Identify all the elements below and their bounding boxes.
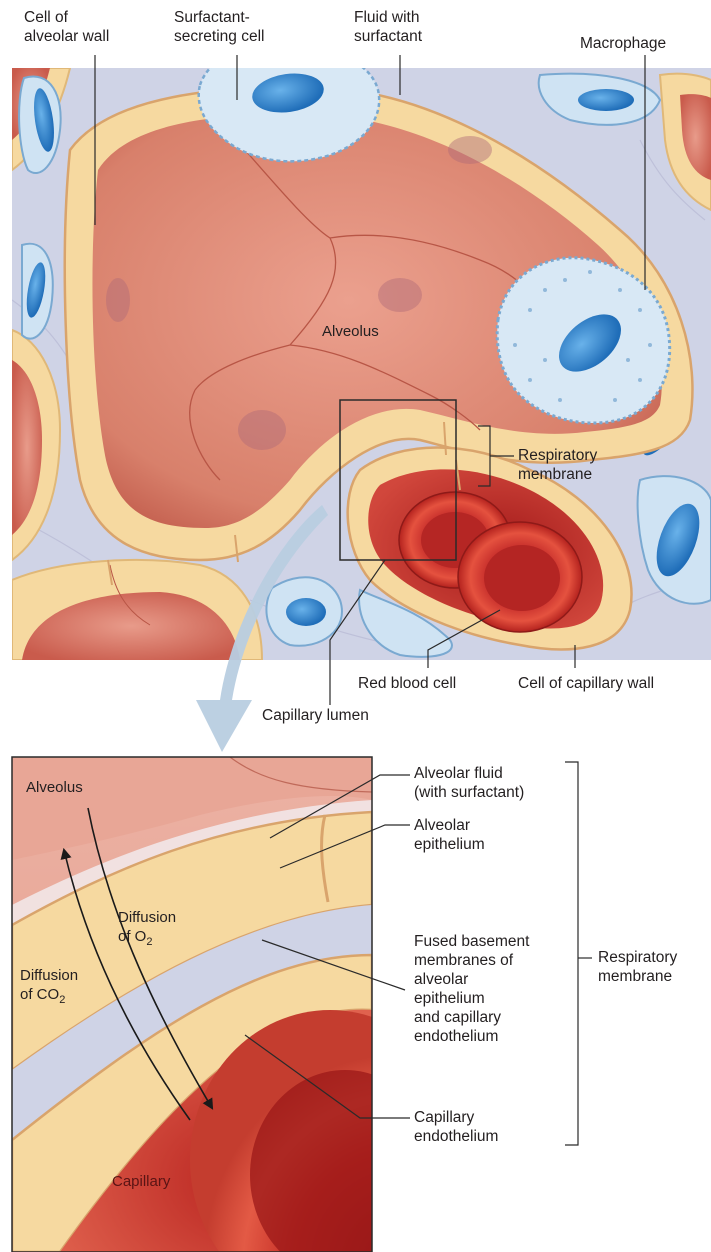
label-fused-basement-membranes: Fused basement membranes of alveolar epi… bbox=[414, 932, 529, 1046]
detail-label-alveolus: Alveolus bbox=[26, 778, 83, 797]
label-cell-of-alveolar-wall: Cell of alveolar wall bbox=[24, 8, 109, 46]
label-alveolar-epithelium: Alveolar epithelium bbox=[414, 816, 485, 854]
label-cell-of-capillary-wall: Cell of capillary wall bbox=[518, 674, 654, 693]
label-alveolus: Alveolus bbox=[322, 322, 379, 341]
label-capillary-lumen: Capillary lumen bbox=[262, 706, 369, 725]
label-surfactant-secreting-cell: Surfactant- secreting cell bbox=[174, 8, 264, 46]
label-detail-respiratory-membrane: Respiratory membrane bbox=[598, 948, 677, 986]
label-fluid-with-surfactant: Fluid with surfactant bbox=[354, 8, 422, 46]
label-red-blood-cell: Red blood cell bbox=[358, 674, 456, 693]
label-alveolar-fluid: Alveolar fluid (with surfactant) bbox=[414, 764, 524, 802]
label-macrophage: Macrophage bbox=[580, 34, 666, 53]
detail-label-capillary: Capillary bbox=[112, 1172, 170, 1191]
label-respiratory-membrane: Respiratory membrane bbox=[518, 446, 597, 484]
detail-label-diffusion-o2: Diffusion of O2 bbox=[118, 908, 176, 952]
detail-label-diffusion-co2: Diffusion of CO2 bbox=[20, 966, 78, 1010]
label-capillary-endothelium: Capillary endothelium bbox=[414, 1108, 498, 1146]
